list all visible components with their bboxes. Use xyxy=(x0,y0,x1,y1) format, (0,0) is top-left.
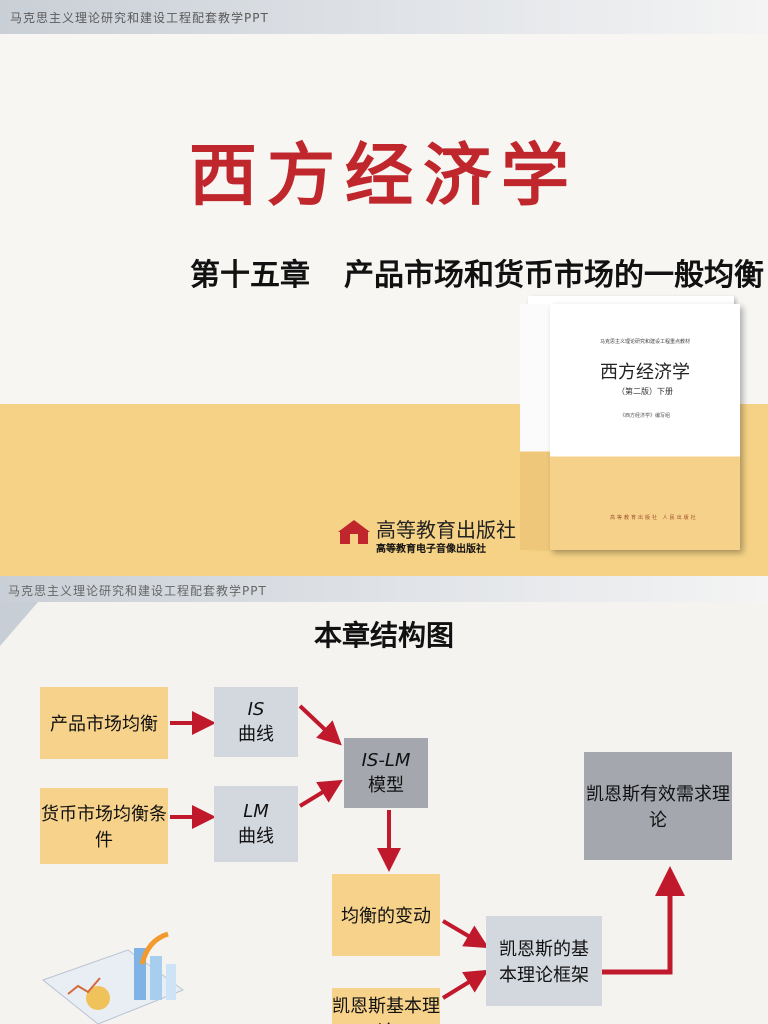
arrow-change-to-framework xyxy=(441,919,489,949)
lm-curve-box: LM 曲线 xyxy=(214,786,298,862)
islm-label: IS-LM xyxy=(361,749,411,771)
islm-model-box: IS-LM 模型 xyxy=(344,738,428,808)
publisher-name: 高等教育出版社 xyxy=(376,518,516,542)
corner-decoration xyxy=(0,602,38,646)
book-edition: （第二版）下册 xyxy=(617,387,673,396)
arrow-is-to-islm xyxy=(298,704,342,746)
book-publisher: 高等教育出版社 人民出版社 xyxy=(610,515,698,521)
lm-curve-label: 曲线 xyxy=(238,825,274,847)
product-market-box: 产品市场均衡 xyxy=(40,687,168,759)
is-curve-label: 曲线 xyxy=(238,723,274,745)
publisher-sub: 高等教育电子音像出版社 xyxy=(376,544,486,555)
book-title: 西方经济学 xyxy=(600,362,690,383)
book-spine xyxy=(520,304,551,550)
flow-arrows xyxy=(170,704,685,1000)
keynes-basic-theory-box: 凯恩斯基本理论 xyxy=(332,988,440,1024)
finance-illustration-icon xyxy=(41,931,185,1024)
title-slide: 马克思主义理论研究和建设工程配套教学PPT 西方经济学 第十五章产品市场和货币市… xyxy=(0,0,768,576)
is-curve-box: IS 曲线 xyxy=(214,687,298,757)
islm-model-label: 模型 xyxy=(368,774,404,796)
is-label: IS xyxy=(247,698,265,720)
keynes-framework-box: 凯恩斯的基本理论框架 xyxy=(486,916,602,1006)
chapter-number: 第十五章 xyxy=(190,258,310,293)
book-editor: 《西方经济学》编写组 xyxy=(619,413,670,419)
structure-title: 本章结构图 xyxy=(313,619,454,652)
keynes-demand-theory-box: 凯恩斯有效需求理论 xyxy=(584,752,732,860)
header-text-2: 马克思主义理论研究和建设工程配套教学PPT xyxy=(8,584,267,598)
equilibrium-change-box: 均衡的变动 xyxy=(332,874,440,956)
header-bar: 马克思主义理论研究和建设工程配套教学PPT xyxy=(0,0,768,34)
financial-charts-illustration xyxy=(38,656,188,776)
header-bar-2: 马克思主义理论研究和建设工程配套教学PPT xyxy=(0,576,768,602)
arrow-framework-to-keynes xyxy=(602,866,685,975)
slide-title: 西方经济学 xyxy=(188,136,579,216)
textbook-image: 马克思主义理论研究和建设工程重点教材 西方经济学 （第二版）下册 《西方经济学》… xyxy=(520,296,746,552)
arrow-lm-to-islm xyxy=(298,779,343,808)
structure-slide: 马克思主义理论研究和建设工程配套教学PPT 本章结构图 产品市场均衡 货币市场均… xyxy=(0,576,768,1024)
money-market-box: 货币市场均衡条件 xyxy=(40,788,168,864)
chapter-title: 产品市场和货币市场的一般均衡 xyxy=(344,258,764,293)
publisher-emblem-icon xyxy=(338,520,370,544)
chapter-subtitle: 第十五章产品市场和货币市场的一般均衡 xyxy=(190,250,764,294)
header-text: 马克思主义理论研究和建设工程配套教学PPT xyxy=(10,11,269,25)
book-series: 马克思主义理论研究和建设工程重点教材 xyxy=(599,339,690,345)
arrow-basic-to-framework xyxy=(441,969,489,1000)
book-front-cover: 马克思主义理论研究和建设工程重点教材 西方经济学 （第二版）下册 《西方经济学》… xyxy=(550,304,740,550)
lm-label: LM xyxy=(243,800,269,822)
